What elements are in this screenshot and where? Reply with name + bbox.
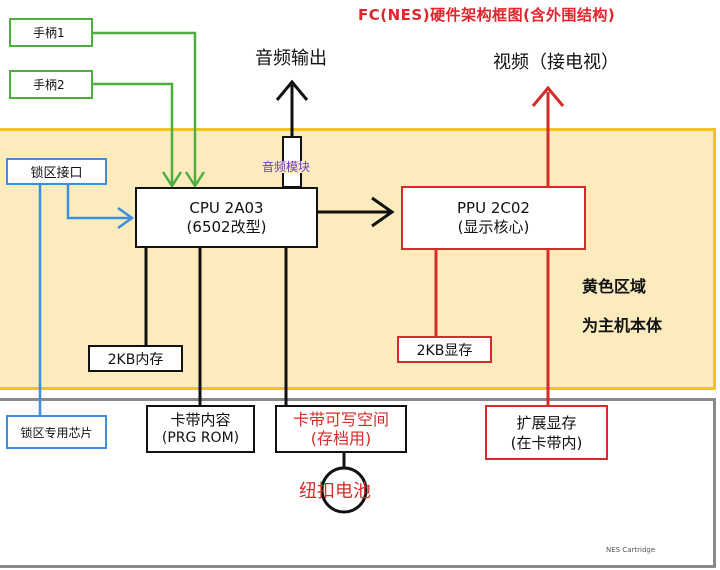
- cpu-ppu-arrowhead: [371, 196, 395, 228]
- video-out-arrowhead: [531, 85, 565, 107]
- ram-box: 2KB内存: [88, 345, 183, 372]
- ext-vram-desc: (在卡带内): [510, 433, 583, 452]
- battery-circle: [320, 466, 368, 514]
- lockout-chip-label: 锁区专用芯片: [20, 425, 93, 440]
- cpu-box: CPU 2A03 (6502改型): [135, 187, 318, 248]
- ext-vram-title: 扩展显存: [516, 413, 577, 432]
- audio-out-arrowhead: [275, 79, 309, 101]
- diagram-title: FC(NES)硬件架构框图(含外围结构): [358, 6, 616, 24]
- ppu-desc: (显示核心): [457, 218, 530, 236]
- prg-rom-title: 卡带内容: [170, 411, 231, 429]
- console-body-note-line2: 为主机本体: [582, 316, 663, 335]
- cpu-desc: (6502改型): [186, 217, 267, 236]
- battery-label: 纽扣电池: [299, 481, 371, 502]
- controller2-arrowhead: [161, 171, 183, 189]
- cartridge-label: NES Cartridge: [606, 546, 656, 554]
- prg-rom-desc: (PRG ROM): [161, 430, 240, 446]
- save-ram-title: 卡带可写空间: [292, 410, 389, 429]
- ram-label: 2KB内存: [107, 351, 164, 368]
- ppu-box: PPU 2C02 (显示核心): [401, 186, 586, 250]
- lockout-port-box: 锁区接口: [6, 158, 107, 185]
- lockout-wires: [38, 183, 135, 415]
- cpu-name: CPU 2A03: [189, 198, 264, 217]
- controller2-wire: [92, 82, 174, 186]
- controller2-box: 手柄2: [9, 70, 93, 99]
- prg-rom-box: 卡带内容 (PRG ROM): [146, 405, 255, 453]
- video-output-label: 视频（接电视）: [493, 52, 619, 73]
- console-body-note-line1: 黄色区域: [582, 277, 647, 296]
- controller2-label: 手柄2: [33, 78, 65, 92]
- vram-box: 2KB显存: [397, 336, 492, 363]
- lockout-port-wire: [66, 183, 130, 220]
- ppu-name: PPU 2C02: [457, 199, 530, 217]
- audio-module-label: 音频模块: [262, 160, 311, 174]
- save-ram-desc: (存档用): [310, 429, 372, 448]
- controller1-box: 手柄1: [9, 18, 93, 47]
- controller1-wire: [92, 31, 197, 186]
- vram-label: 2KB显存: [416, 342, 473, 359]
- lockout-chip-box: 锁区专用芯片: [6, 415, 107, 449]
- lockout-port-label: 锁区接口: [30, 166, 83, 181]
- controller1-arrowhead: [184, 171, 206, 189]
- controller-wires: [92, 31, 206, 189]
- controller1-label: 手柄1: [33, 26, 65, 40]
- ext-vram-box: 扩展显存 (在卡带内): [485, 405, 608, 460]
- lockout-arrowhead: [117, 206, 135, 230]
- audio-output-label: 音频输出: [255, 48, 327, 69]
- save-ram-box: 卡带可写空间 (存档用): [275, 405, 407, 453]
